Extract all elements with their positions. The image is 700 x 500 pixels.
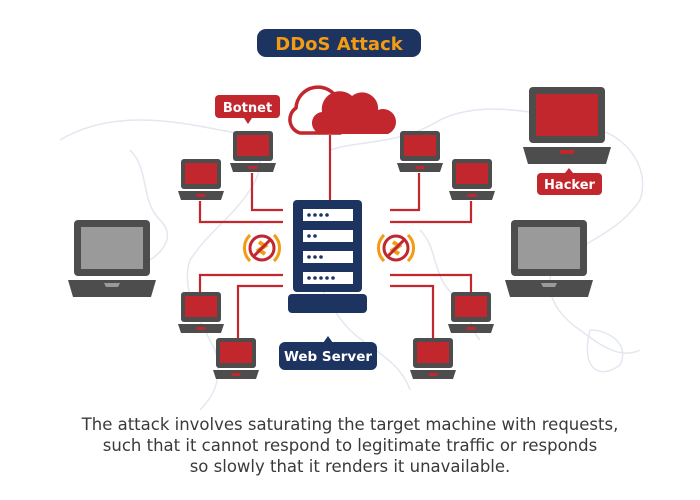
svg-text:Botnet: Botnet bbox=[223, 101, 272, 116]
web-server-label: Web Server bbox=[279, 336, 377, 370]
legitimate-user-laptop bbox=[505, 220, 593, 297]
legitimate-user-laptop bbox=[68, 220, 156, 297]
botnet-laptop bbox=[397, 131, 443, 172]
caption-line: such that it cannot respond to legitimat… bbox=[102, 436, 598, 455]
blocked-icon bbox=[376, 233, 416, 263]
botnet-laptop bbox=[448, 292, 494, 333]
caption: The attack involves saturating the targe… bbox=[0, 414, 700, 477]
svg-text:Hacker: Hacker bbox=[544, 178, 595, 193]
botnet-laptop bbox=[230, 131, 276, 172]
cloud-icon bbox=[288, 85, 396, 135]
server-icon bbox=[288, 200, 367, 313]
blocked-icon bbox=[242, 233, 282, 263]
hacker-label: Hacker bbox=[537, 168, 602, 195]
caption-line: so slowly that it renders it unavailable… bbox=[189, 457, 511, 476]
botnet-label: Botnet bbox=[215, 95, 280, 124]
svg-text:Web Server: Web Server bbox=[284, 349, 372, 365]
botnet-laptop bbox=[213, 338, 259, 379]
title-pill bbox=[257, 29, 421, 57]
caption-line: The attack involves saturating the targe… bbox=[81, 415, 619, 434]
botnet-laptop bbox=[410, 338, 456, 379]
connection-lines bbox=[198, 135, 473, 338]
diagram-title: DDoS Attack bbox=[275, 34, 403, 55]
botnet-laptop bbox=[178, 292, 224, 333]
botnet-laptop bbox=[449, 159, 495, 200]
hacker-laptop bbox=[523, 87, 611, 164]
botnet-laptop bbox=[178, 159, 224, 200]
